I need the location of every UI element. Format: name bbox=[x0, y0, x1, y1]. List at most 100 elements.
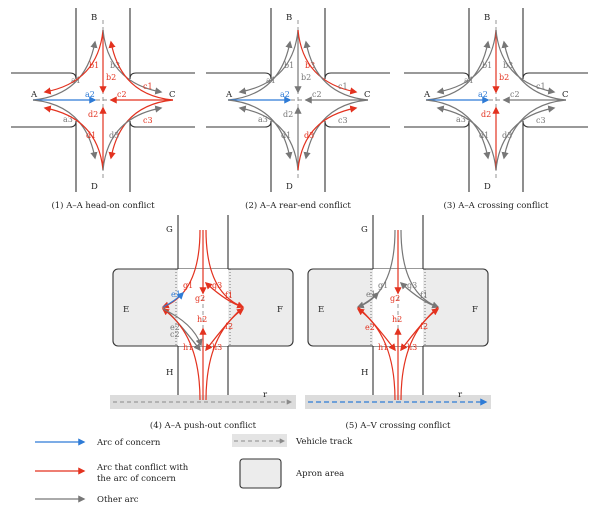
arc-h3 bbox=[205, 308, 245, 401]
arc-f1 bbox=[204, 282, 244, 308]
arc-label-c2: c2 bbox=[117, 90, 127, 99]
runway-label: r bbox=[263, 390, 268, 400]
legend-conflict-label-2: the arc of concern bbox=[97, 474, 176, 484]
arc-label-c3: c3 bbox=[143, 116, 153, 125]
service-road bbox=[110, 395, 296, 409]
panel-caption: (3) A–A crossing conflict bbox=[444, 200, 549, 211]
arc-label-e1: e1 bbox=[171, 290, 181, 299]
entry-label-e: E bbox=[123, 305, 129, 315]
legend-apron-swatch bbox=[239, 458, 282, 489]
arc-label-g2: g2 bbox=[390, 294, 400, 303]
arc-g3 bbox=[205, 229, 245, 309]
entry-label-b: B bbox=[286, 13, 292, 23]
arc-c1 bbox=[108, 40, 174, 101]
legend-track-swatch bbox=[232, 434, 287, 447]
arc-label-b3: b3 bbox=[305, 61, 315, 70]
entry-label-f: F bbox=[277, 305, 283, 315]
arc-a1 bbox=[227, 40, 293, 101]
arc-d3 bbox=[495, 105, 556, 171]
arc-label-h1: h1 bbox=[378, 343, 388, 352]
arc-c2 bbox=[162, 308, 203, 347]
entry-label-b: B bbox=[484, 13, 490, 23]
panel-caption: (1) A–A head-on conflict bbox=[51, 200, 155, 211]
arc-b1 bbox=[43, 29, 104, 95]
road-edge bbox=[324, 120, 390, 192]
entry-label-c: C bbox=[364, 90, 371, 100]
arc-e1 bbox=[357, 291, 380, 308]
road-edge bbox=[522, 8, 588, 80]
entry-label-a: A bbox=[30, 90, 38, 100]
arc-label-c1: c1 bbox=[338, 82, 348, 91]
arc-d3 bbox=[297, 105, 358, 171]
panel-caption: (4) A–A push-out conflict bbox=[150, 420, 257, 431]
arc-c1 bbox=[303, 40, 369, 101]
arc-a1 bbox=[425, 40, 491, 101]
arc-b1 bbox=[238, 29, 299, 95]
runway-label: r bbox=[458, 390, 463, 400]
arc-label-d3: d3 bbox=[109, 131, 119, 140]
arc-a3 bbox=[425, 99, 491, 160]
entry-label-b: B bbox=[91, 13, 97, 23]
arc-label-f2: f2 bbox=[420, 322, 428, 331]
arc-label-d3: d3 bbox=[304, 131, 314, 140]
arc-a1 bbox=[32, 40, 98, 101]
arc-c3 bbox=[303, 99, 369, 160]
road-edge bbox=[11, 8, 77, 80]
road-edge bbox=[206, 120, 272, 192]
arc-h1 bbox=[356, 308, 396, 401]
arc-label-b1: b1 bbox=[89, 61, 99, 70]
arc-label-a2: a2 bbox=[478, 90, 488, 99]
entry-label-e: E bbox=[318, 305, 324, 315]
arc-d1 bbox=[43, 105, 104, 171]
entry-label-a: A bbox=[423, 90, 431, 100]
entry-label-c: C bbox=[169, 90, 176, 100]
arc-a3 bbox=[227, 99, 293, 160]
legend-other-label: Other arc bbox=[97, 495, 139, 505]
arc-label-b1: b1 bbox=[284, 61, 294, 70]
arc-c1 bbox=[501, 40, 567, 101]
arc-label-b2: b2 bbox=[499, 73, 509, 82]
arc-label-b2: b2 bbox=[301, 73, 311, 82]
entry-label-d: D bbox=[91, 182, 98, 192]
road-edge bbox=[129, 8, 195, 80]
arc-label-h3: h3 bbox=[212, 343, 222, 352]
road-edge bbox=[404, 120, 470, 192]
arc-label-c1: c1 bbox=[143, 82, 153, 91]
arc-label-e2: e2 bbox=[170, 323, 180, 332]
arc-label-b2: b2 bbox=[106, 73, 116, 82]
arc-h1 bbox=[161, 308, 201, 401]
entry-label-a: A bbox=[225, 90, 233, 100]
legend-track-label: Vehicle track bbox=[295, 437, 353, 447]
arc-label-b1: b1 bbox=[482, 61, 492, 70]
arc-label-h3: h3 bbox=[407, 343, 417, 352]
road-edge bbox=[129, 120, 195, 192]
arc-label-a2: a2 bbox=[85, 90, 95, 99]
arc-b3 bbox=[102, 29, 163, 95]
arc-label-g1: g1 bbox=[183, 281, 193, 290]
arc-label-d3: d3 bbox=[502, 131, 512, 140]
legend: Arc of concern Arc that conflict with th… bbox=[35, 434, 353, 505]
arc-label-g3: g3 bbox=[407, 281, 417, 290]
arc-d3 bbox=[102, 105, 163, 171]
arc-label-d2: d2 bbox=[481, 110, 491, 119]
panel-caption: (5) A–V crossing conflict bbox=[346, 420, 451, 431]
arc-label-a2: a2 bbox=[280, 90, 290, 99]
road-edge bbox=[324, 8, 390, 80]
arc-label-h1: h1 bbox=[183, 343, 193, 352]
arc-b3 bbox=[495, 29, 556, 95]
arc-e1 bbox=[162, 291, 185, 308]
arc-a3 bbox=[32, 99, 98, 160]
arc-label-c1: c1 bbox=[536, 82, 546, 91]
arc-label-c3: c3 bbox=[338, 116, 348, 125]
legend-conflict-label-1: Arc that conflict with bbox=[96, 463, 189, 473]
arc-label-d1: d1 bbox=[281, 131, 291, 140]
legend-apron-label: Apron area bbox=[295, 469, 344, 479]
arc-label-c2: c2 bbox=[312, 90, 322, 99]
arc-label-d1: d1 bbox=[86, 131, 96, 140]
